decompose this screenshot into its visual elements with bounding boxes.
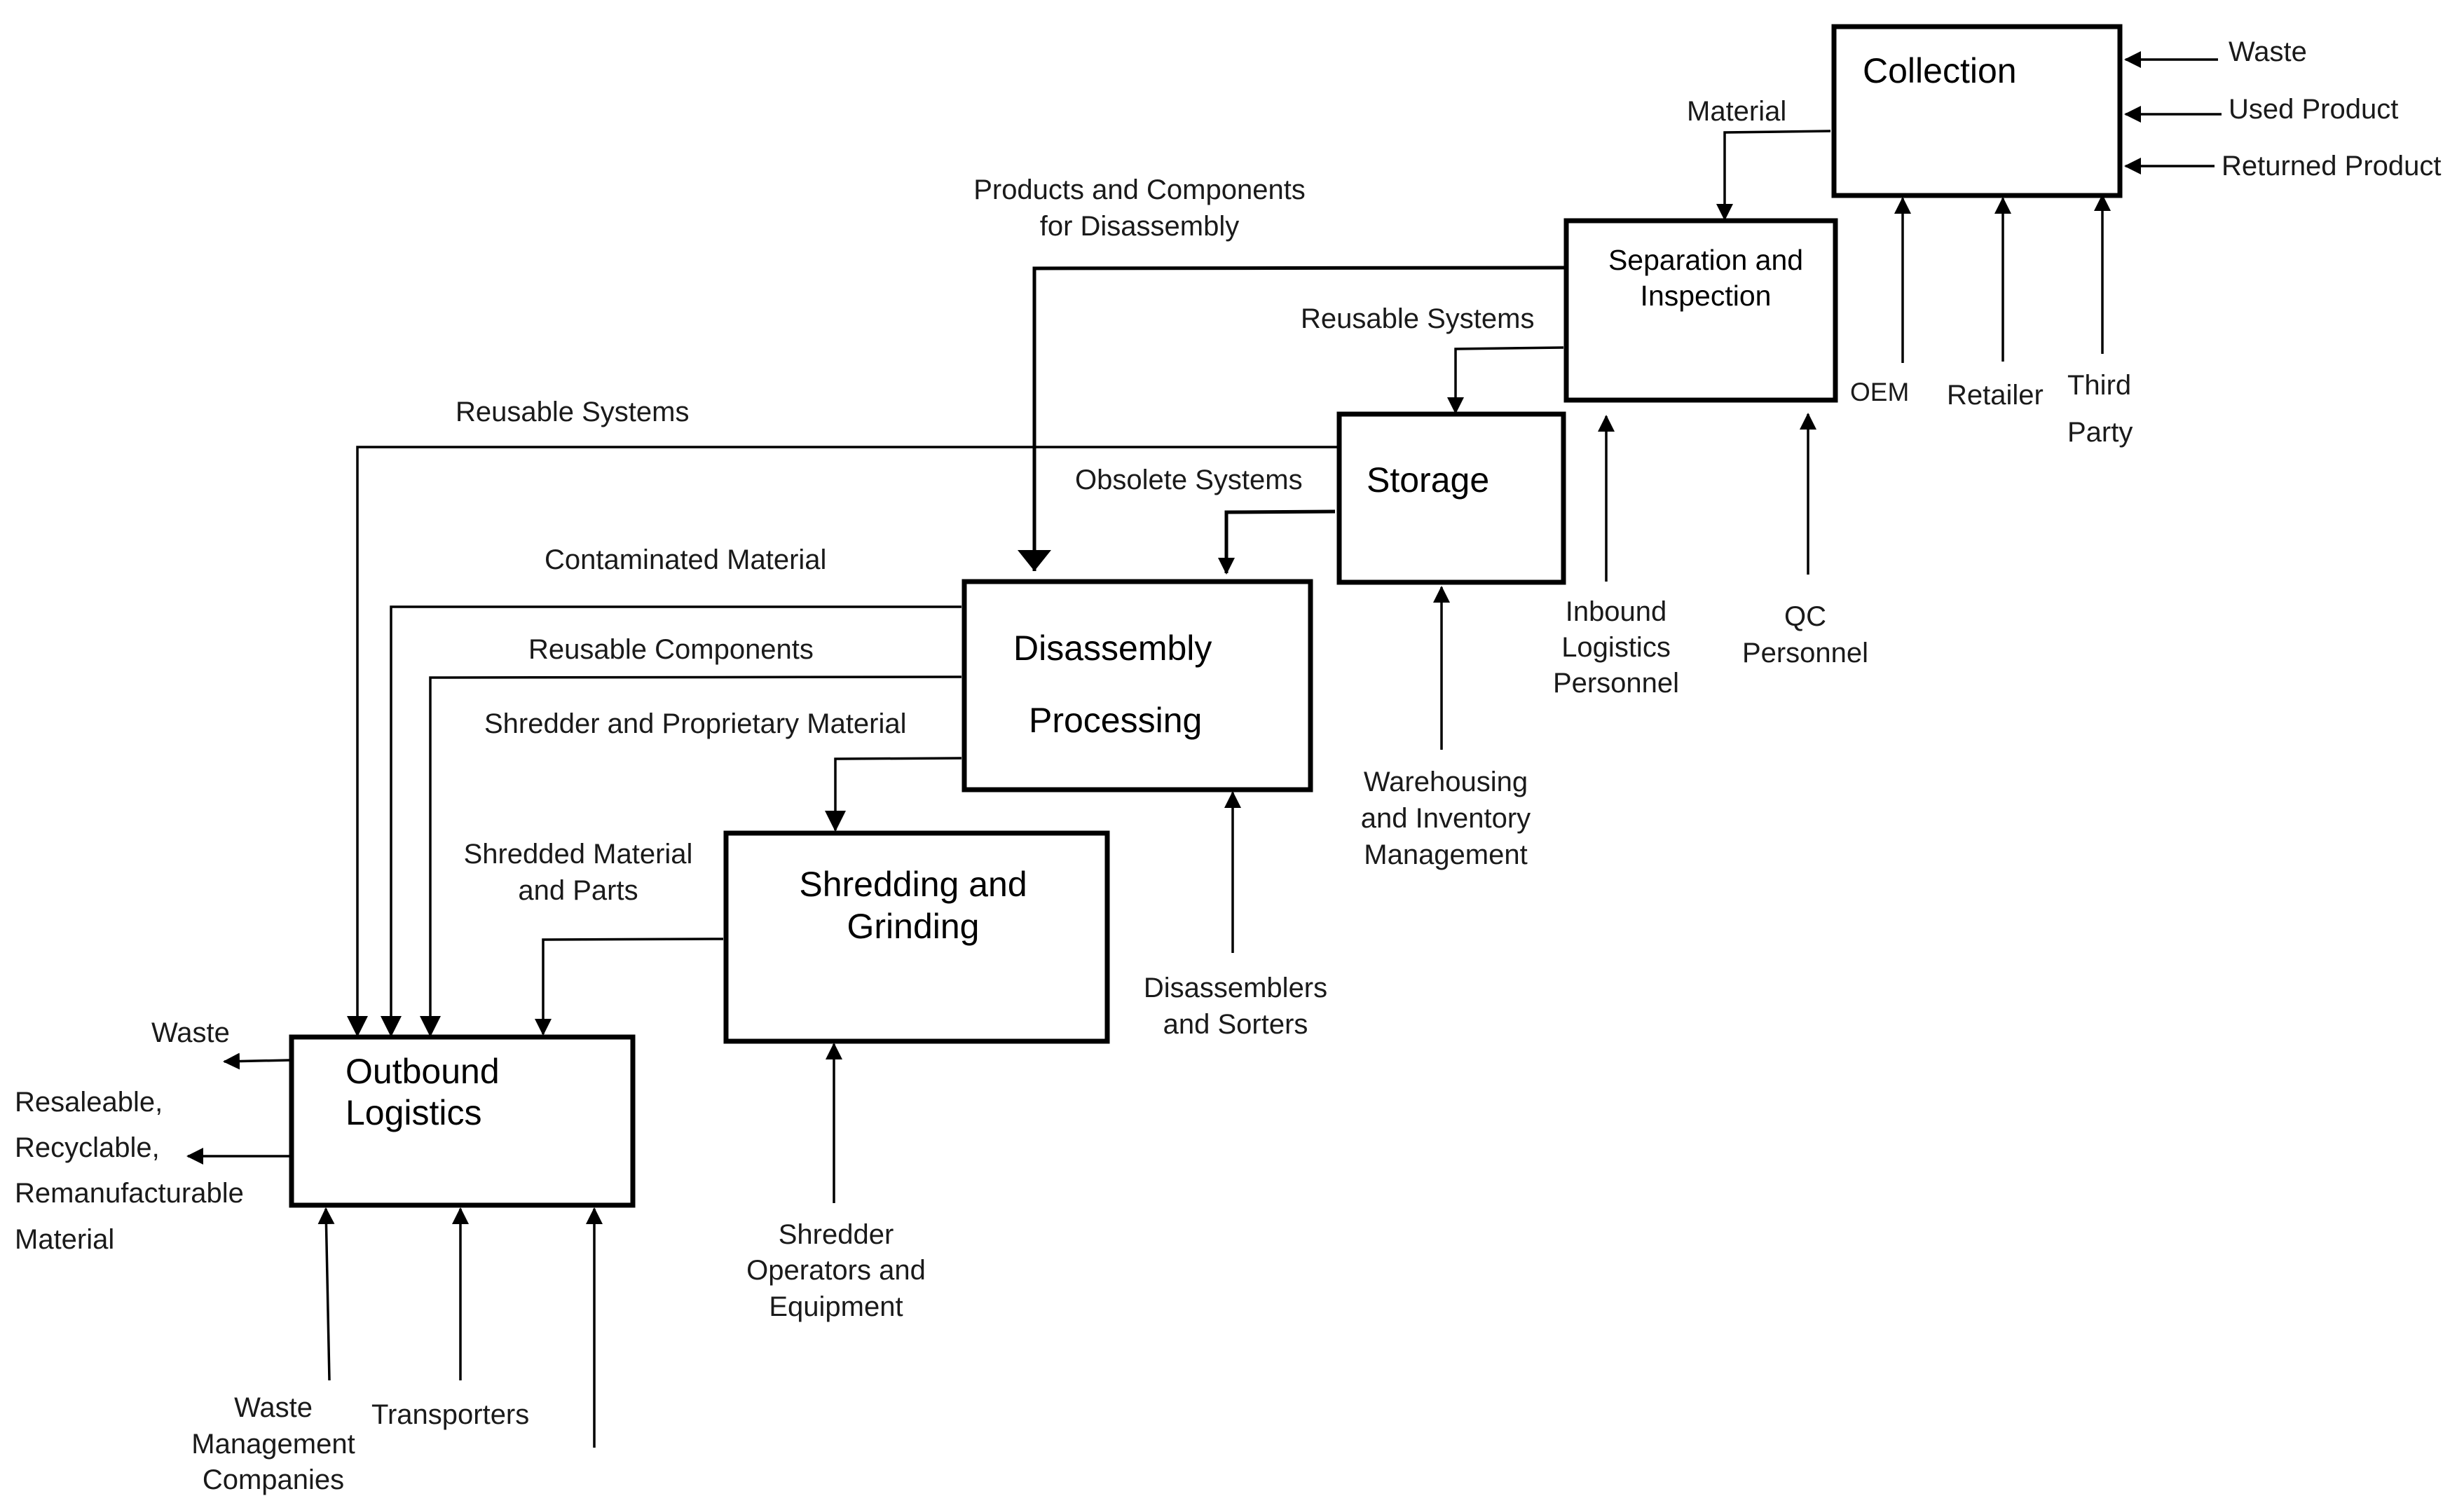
products-components-line [1032, 266, 1566, 571]
flow-reusable-systems-sep-label: Reusable Systems [1301, 303, 1534, 334]
flow-shredder-proprietary-label: Shredder and Proprietary Material [484, 708, 907, 739]
mech-shredder-ops-1: Shredder [779, 1219, 894, 1250]
reusable-systems-storage-arrow [347, 446, 1338, 1037]
flow-reusable-systems-storage-label: Reusable Systems [456, 397, 689, 427]
collection-label: Collection [1863, 51, 2017, 90]
waste-output-arrow [223, 1052, 291, 1070]
mech-qc-1: QC [1784, 601, 1826, 632]
mech-disassemblers-2: and Sorters [1163, 1009, 1308, 1040]
flow-contaminated-label: Contaminated Material [545, 544, 826, 575]
flow-reusable-components-label: Reusable Components [528, 634, 814, 665]
shredder-proprietary-arrow [825, 757, 962, 832]
contaminated-material-arrow [381, 605, 961, 1037]
disassembly-label-line2: Processing [1029, 701, 1202, 740]
separation-label-line1: Separation and [1608, 244, 1803, 276]
separation-label-line2: Inspection [1641, 280, 1772, 312]
mech-third-party-label-2: Party [2067, 417, 2133, 448]
mech-shredder-ops-2: Operators and [746, 1255, 926, 1286]
mech-waste-mgmt-3: Companies [203, 1464, 344, 1495]
reusable-systems-sep-arrow [1447, 346, 1564, 414]
outbound-logistics-box: Outbound Logistics [289, 1034, 636, 1208]
output-resaleable-4: Material [15, 1224, 114, 1255]
flow-material-label: Material [1687, 96, 1786, 127]
output-resaleable-2: Recyclable, [15, 1132, 160, 1163]
storage-label: Storage [1367, 460, 1489, 500]
mech-oem-label: OEM [1850, 378, 1909, 406]
input-waste-label: Waste [2229, 36, 2307, 67]
outbound-label-line2: Logistics [345, 1093, 482, 1132]
output-waste-label: Waste [151, 1017, 230, 1048]
separation-inspection-box: Separation and Inspection [1563, 218, 1838, 403]
input-returned-product-label: Returned Product [2222, 151, 2442, 181]
mech-warehousing-3: Management [1364, 839, 1527, 870]
mech-warehousing-2: and Inventory [1361, 803, 1531, 834]
mech-third-party-label-1: Third [2067, 370, 2131, 401]
shredding-label-line2: Grinding [847, 907, 980, 946]
reusable-components-arrow [420, 675, 962, 1037]
waste-mgmt-arrow [317, 1207, 335, 1381]
outbound-label-line1: Outbound [345, 1052, 500, 1091]
mech-waste-mgmt-1: Waste [234, 1392, 313, 1423]
mech-warehousing-1: Warehousing [1364, 767, 1528, 797]
mech-disassemblers-1: Disassemblers [1144, 973, 1327, 1003]
mech-inbound-1: Inbound [1566, 596, 1667, 627]
mech-waste-mgmt-2: Management [191, 1429, 355, 1460]
flow-products-1: Products and Components [973, 174, 1306, 205]
flow-shredded-2: and Parts [518, 875, 638, 906]
shredded-material-arrow [535, 938, 724, 1036]
material-flow-arrow [1716, 130, 1831, 221]
shredding-grinding-box: Shredding and Grinding [723, 830, 1110, 1044]
products-components-arrowhead [1018, 550, 1051, 571]
input-used-product-label: Used Product [2229, 94, 2398, 125]
mech-qc-2: Personnel [1742, 638, 1868, 668]
storage-box: Storage [1336, 411, 1566, 585]
output-resaleable-3: Remanufacturable [15, 1178, 244, 1209]
disassembly-processing-box: Disassembly Processing [961, 579, 1313, 792]
shredding-label-line1: Shredding and [799, 865, 1027, 904]
mech-transporters-label: Transporters [371, 1399, 529, 1430]
input-arrows [2124, 51, 2222, 174]
flow-obsolete-systems-label: Obsolete Systems [1075, 465, 1303, 495]
flow-shredded-1: Shredded Material [464, 839, 693, 870]
flow-products-2: for Disassembly [1040, 211, 1240, 242]
obsolete-systems-arrow [1218, 509, 1336, 575]
disassembly-label-line1: Disassembly [1013, 629, 1212, 668]
output-resaleable-1: Resaleable, [15, 1087, 163, 1118]
mech-shredder-ops-3: Equipment [769, 1291, 903, 1322]
mech-retailer-label: Retailer [1947, 380, 2044, 411]
mech-inbound-3: Personnel [1553, 668, 1679, 699]
mech-inbound-2: Logistics [1561, 632, 1671, 663]
collection-box: Collection [1831, 24, 2123, 198]
